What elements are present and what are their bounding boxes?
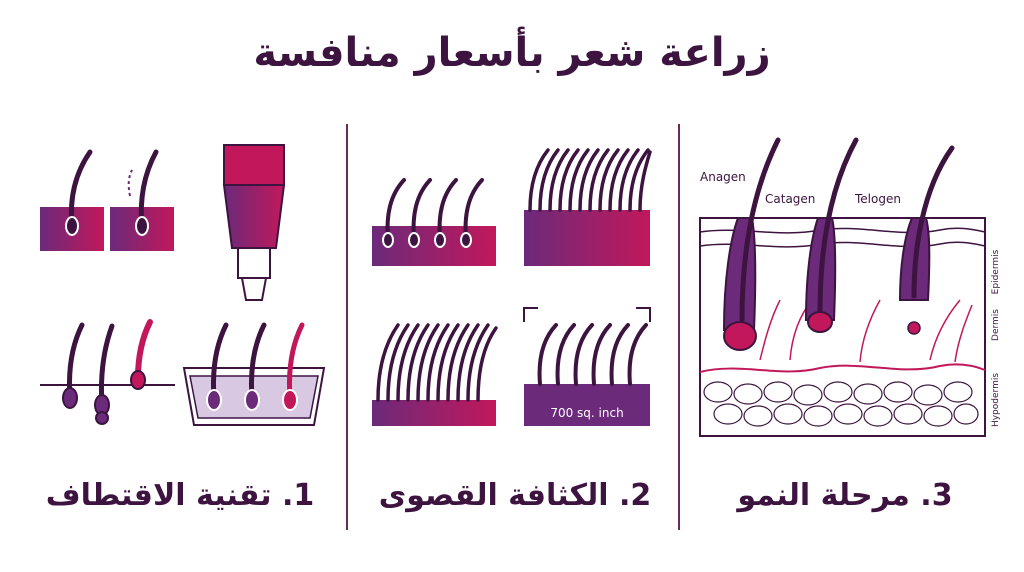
graft-dish <box>182 322 326 426</box>
density-dense-block <box>372 323 498 426</box>
density-high-block <box>524 148 652 266</box>
panel-divider-right <box>678 124 680 530</box>
follicle-catagen <box>804 137 859 333</box>
fue-skin-block-right <box>110 149 174 251</box>
panel-label-extraction: 1. تقنية الاقتطاف <box>45 478 315 513</box>
follicle-telogen <box>898 145 955 335</box>
phase-label-anagen: Anagen <box>700 170 746 184</box>
phase-label-catagen: Catagen <box>765 192 815 206</box>
layer-label-hypodermis: Hypodermis <box>991 373 1001 427</box>
punch-tool <box>222 144 286 301</box>
page-title: زراعة شعر بأسعار منافسة <box>253 30 771 76</box>
fue-skin-block-left <box>40 149 104 251</box>
panel-label-density: 2. الكثافة القصوى <box>378 478 652 513</box>
density-caption: 700 sq. inch <box>550 406 623 420</box>
follicle-anagen <box>722 137 781 351</box>
extracted-grafts <box>40 319 175 425</box>
layer-label-dermis: Dermis <box>991 309 1001 341</box>
density-low-block <box>372 178 496 266</box>
density-measured-block <box>523 307 651 426</box>
panel-label-growth: 3. مرحلة النمو <box>737 478 953 513</box>
layer-label-epidermis: Epidermis <box>991 249 1001 294</box>
panel-divider-left <box>346 124 348 530</box>
phase-label-telogen: Telogen <box>854 192 901 206</box>
